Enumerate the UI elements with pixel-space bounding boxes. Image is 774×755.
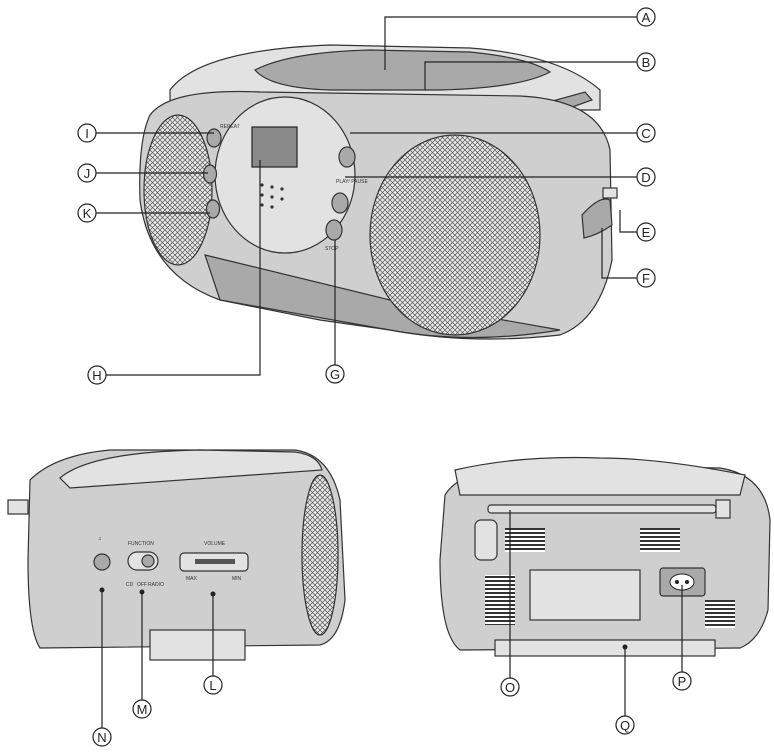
- off-label: OFF: [137, 582, 147, 588]
- svg-text:C: C: [641, 126, 650, 141]
- skip-forward-button[interactable]: [205, 199, 221, 219]
- back-top: [454, 456, 746, 496]
- stop-button[interactable]: STOP: [325, 219, 343, 252]
- side-jack-panel: [581, 198, 613, 239]
- svg-text:L: L: [209, 678, 216, 693]
- vent-right-top: [640, 528, 680, 552]
- callouts: A B C D E F G H: [77, 7, 692, 747]
- lcd-display: [251, 126, 298, 168]
- callout-D: D: [636, 167, 656, 187]
- cd-label: CD: [126, 582, 134, 588]
- callout-I: I: [77, 123, 97, 143]
- svg-text:E: E: [642, 225, 651, 240]
- max-label: MAX: [186, 576, 198, 582]
- svg-text:M: M: [137, 702, 148, 717]
- play-pause-label: PLAY/ PAUSE: [336, 179, 368, 185]
- callout-H: H: [87, 365, 107, 385]
- callout-O: O: [500, 677, 520, 697]
- svg-text:N: N: [97, 730, 106, 745]
- svg-text:G: G: [330, 367, 340, 382]
- callout-K: K: [77, 203, 97, 223]
- callout-A: A: [636, 7, 656, 27]
- back-antenna: [487, 504, 717, 514]
- antenna-tip: [602, 187, 618, 199]
- svg-text:O: O: [505, 680, 515, 695]
- svg-text:D: D: [641, 170, 650, 185]
- callout-J: J: [77, 163, 97, 183]
- side-leader-lines: [101, 590, 214, 728]
- callout-Q: Q: [615, 715, 635, 735]
- svg-text:A: A: [642, 10, 651, 25]
- back-base: [494, 639, 716, 657]
- battery-compartment: [529, 569, 641, 621]
- callout-L: L: [203, 675, 223, 695]
- back-view: [439, 456, 771, 716]
- function-switch-knob: [141, 554, 155, 568]
- side-top: [59, 449, 323, 489]
- antenna-hinge: [474, 519, 498, 561]
- function-label: FUNCTION: [128, 541, 154, 547]
- vent-left-top: [505, 528, 545, 552]
- svg-text:K: K: [83, 206, 92, 221]
- callout-P: P: [672, 671, 692, 691]
- callout-G: G: [325, 364, 345, 384]
- callout-C: C: [636, 123, 656, 143]
- callout-E: E: [636, 222, 656, 242]
- radio-label: RADIO: [148, 582, 164, 588]
- right-speaker-grille: [369, 134, 541, 336]
- svg-text:P: P: [678, 674, 687, 689]
- headphone-icon: ♫: [98, 536, 102, 542]
- svg-text:H: H: [92, 368, 101, 383]
- front-view: REPEAT PLAY/ PAUSE STOP: [96, 16, 637, 376]
- skip-back-button[interactable]: [202, 164, 218, 184]
- program-button[interactable]: [338, 146, 356, 168]
- svg-text:J: J: [84, 166, 91, 181]
- svg-text:B: B: [642, 55, 651, 70]
- side-battery-door: [149, 629, 246, 661]
- callout-F: F: [636, 268, 656, 288]
- keypad: [260, 183, 284, 209]
- svg-text:Q: Q: [620, 718, 630, 733]
- svg-text:F: F: [642, 271, 650, 286]
- cd-lid-top: [254, 49, 552, 91]
- volume-slider-track: [195, 559, 235, 564]
- antenna-tip-back: [715, 499, 731, 519]
- repeat-label: REPEAT: [220, 124, 240, 130]
- headphone-jack[interactable]: [93, 553, 111, 571]
- front-leader-lines: [96, 16, 637, 376]
- stop-label: STOP: [325, 246, 339, 252]
- callout-M: M: [132, 699, 152, 719]
- side-view: ♫ FUNCTION CD OFF RADIO VOLUME MAX MIN: [7, 449, 346, 728]
- volume-label: VOLUME: [204, 541, 226, 547]
- side-body: [27, 449, 346, 649]
- svg-text:I: I: [85, 126, 89, 141]
- callout-B: B: [636, 52, 656, 72]
- antenna-stub: [7, 499, 29, 515]
- play-pause-button[interactable]: PLAY/ PAUSE: [331, 179, 368, 214]
- left-speaker-grille: [143, 114, 213, 266]
- vent-right-bottom: [705, 600, 735, 628]
- side-speaker-grille: [301, 474, 339, 636]
- callout-N: N: [92, 727, 112, 747]
- back-leader-lines: [509, 510, 683, 716]
- min-label: MIN: [232, 576, 242, 582]
